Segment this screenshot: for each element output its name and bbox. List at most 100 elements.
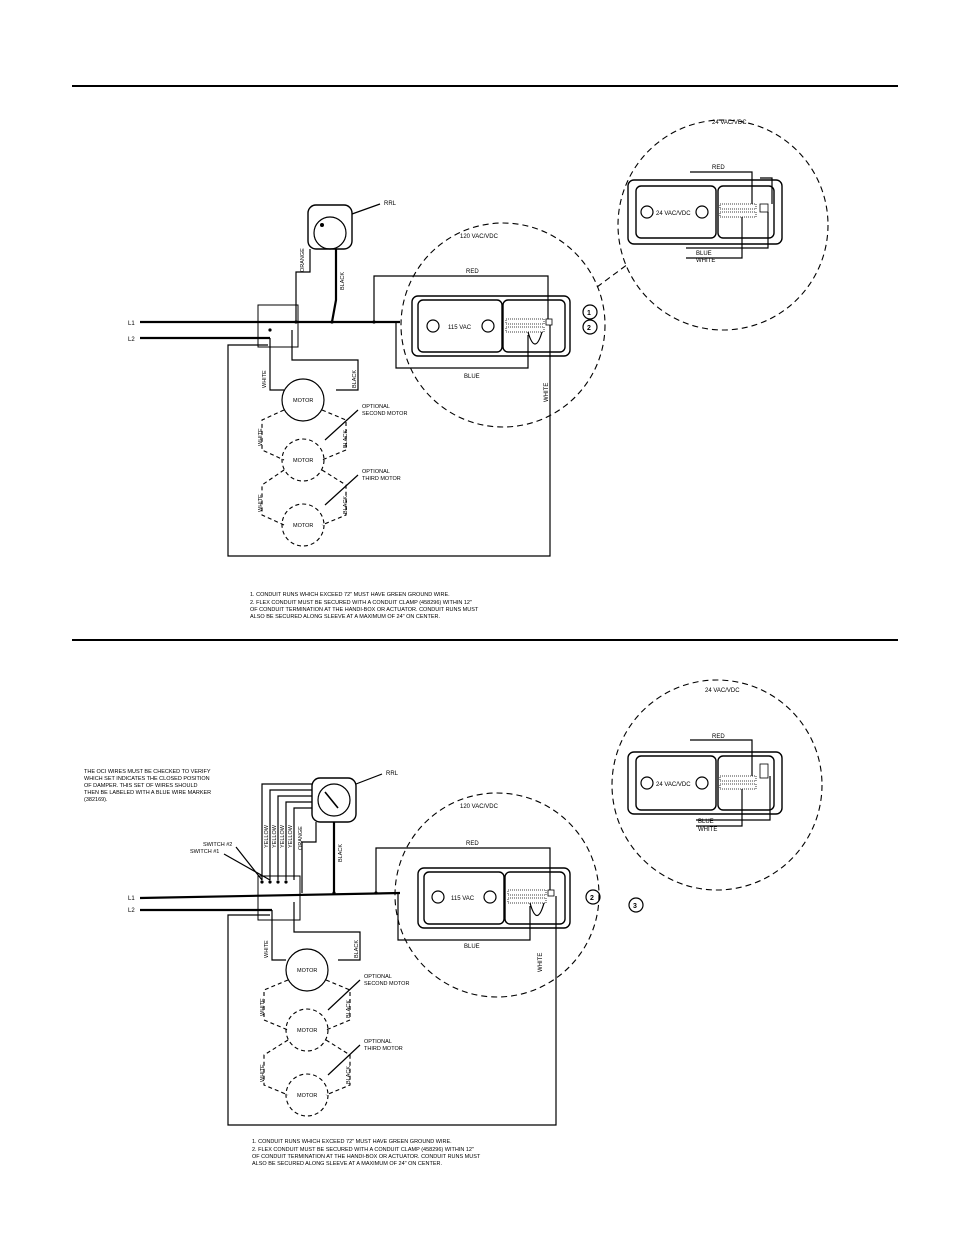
node bbox=[268, 880, 272, 884]
main-terminal-bottom bbox=[507, 897, 547, 904]
motor-black-wire bbox=[291, 330, 359, 391]
inset-red-label: RED bbox=[712, 165, 725, 171]
node bbox=[294, 320, 298, 324]
inset-box-label: 24 VAC/VDC bbox=[656, 211, 691, 217]
white-label: WHITE bbox=[262, 370, 268, 388]
oci-note-line: OF DAMPER. THIS SET OF WIRES SHOULD bbox=[84, 783, 198, 789]
black-wire bbox=[330, 249, 338, 323]
switch-1-label: SWITCH #1 bbox=[190, 849, 219, 855]
main-terminal-bottom bbox=[505, 326, 545, 333]
yellow-label: YELLOW bbox=[272, 824, 278, 848]
white-loop-wire bbox=[227, 896, 557, 1126]
orange-label: ORANGE bbox=[300, 248, 306, 272]
inset-left-panel bbox=[635, 185, 717, 239]
l2-label: L2 bbox=[128, 908, 135, 914]
main-box-label: 115 VAC bbox=[448, 325, 472, 331]
inset-terminal-bottom bbox=[719, 211, 757, 218]
rrl-dial bbox=[317, 783, 351, 817]
note-line: ALSO BE SECURED ALONG SLEEVE AT A MAXIMU… bbox=[250, 614, 440, 620]
main-circle bbox=[394, 792, 600, 998]
callout-3: 3 bbox=[633, 903, 637, 910]
callout-1-circle bbox=[582, 304, 598, 320]
motor-3-black-wire bbox=[325, 1039, 351, 1096]
white-label: WHITE bbox=[258, 428, 264, 446]
l1-wire bbox=[139, 891, 401, 900]
inset-white-label: WHITE bbox=[696, 258, 715, 264]
inset-red-label: RED bbox=[712, 734, 725, 740]
yellow-label: YELLOW bbox=[264, 824, 270, 848]
inset-circle bbox=[611, 679, 823, 891]
motor-1 bbox=[285, 948, 329, 992]
optional-label: OPTIONAL bbox=[362, 404, 390, 410]
main-terminal-block bbox=[547, 889, 555, 897]
inset-red-loop bbox=[760, 177, 773, 204]
main-box-label: 115 VAC bbox=[451, 896, 475, 902]
note-line: 1. CONDUIT RUNS WHICH EXCEED 72" MUST HA… bbox=[252, 1139, 452, 1145]
motor-2 bbox=[281, 438, 325, 482]
oci-note-line: WHICH SET INDICATES THE CLOSED POSITION bbox=[84, 776, 210, 782]
third-motor-label: THIRD MOTOR bbox=[362, 476, 401, 482]
main-knob-left bbox=[426, 319, 440, 333]
red-wire bbox=[375, 847, 551, 893]
white-label: WHITE bbox=[538, 953, 544, 972]
switch-wire bbox=[285, 801, 312, 880]
motor-3 bbox=[281, 503, 325, 547]
optional-third-leader bbox=[327, 1044, 361, 1076]
motor-white-wire bbox=[271, 910, 286, 961]
blue-wire bbox=[397, 893, 531, 941]
oci-note-line: THE OCI WIRES MUST BE CHECKED TO VERIFY bbox=[84, 769, 211, 775]
main-voltage-label: 120 VAC/VDC bbox=[460, 804, 499, 810]
optional-label: OPTIONAL bbox=[364, 974, 392, 980]
main-knob-right bbox=[483, 890, 497, 904]
motor-2-white-wire bbox=[261, 409, 285, 461]
l1-label: L1 bbox=[128, 321, 135, 327]
blue-label: BLUE bbox=[464, 944, 480, 950]
callout-2: 2 bbox=[590, 895, 594, 902]
inset-terminal-top bbox=[719, 203, 757, 210]
inset-circle bbox=[617, 119, 829, 331]
orange-label: ORANGE bbox=[298, 826, 304, 850]
motor-2-label: MOTOR bbox=[293, 458, 313, 464]
note-line: 1. CONDUIT RUNS WHICH EXCEED 72" MUST HA… bbox=[250, 592, 450, 598]
junction-box bbox=[257, 875, 301, 921]
motor-3-label: MOTOR bbox=[297, 1093, 317, 1099]
inset-blue-label: BLUE bbox=[696, 251, 712, 257]
inset-terminal-top bbox=[719, 775, 757, 782]
main-wire-loop bbox=[527, 331, 543, 345]
rrl-label: RRL bbox=[384, 201, 397, 207]
inset-white-wire bbox=[696, 776, 771, 821]
inset-white-label: WHITE bbox=[698, 827, 717, 833]
third-motor-label: THIRD MOTOR bbox=[364, 1046, 403, 1052]
bottom-diagram: 24 VAC/VDC 24 VAC/VDC RED BLUE WHITE THE… bbox=[84, 679, 823, 1167]
inset-knob-right bbox=[695, 205, 709, 219]
note-line: 2. FLEX CONDUIT MUST BE SECURED WITH A C… bbox=[250, 600, 472, 606]
node bbox=[330, 320, 334, 324]
inset-blue-label: BLUE bbox=[698, 819, 714, 825]
red-wire bbox=[373, 275, 549, 322]
note-line: OF CONDUIT TERMINATION AT THE HANDI-BOX … bbox=[252, 1154, 481, 1160]
callout-2-circle bbox=[585, 889, 601, 905]
rrl-dial bbox=[313, 216, 347, 250]
node bbox=[372, 320, 376, 324]
blue-wire bbox=[395, 322, 529, 369]
rrl-dial-dot bbox=[320, 223, 324, 227]
black-label: BLACK bbox=[346, 1000, 352, 1018]
yellow-label: YELLOW bbox=[280, 824, 286, 848]
inset-red-wire bbox=[690, 171, 753, 204]
inset-leader bbox=[596, 263, 629, 288]
note-line: 2. FLEX CONDUIT MUST BE SECURED WITH A C… bbox=[252, 1147, 474, 1153]
white-label: WHITE bbox=[544, 383, 550, 402]
red-label: RED bbox=[466, 841, 479, 847]
inset-knob-right bbox=[695, 776, 709, 790]
inset-white-wire bbox=[686, 212, 769, 249]
inset-terminal-bottom bbox=[719, 783, 757, 790]
inset-voltage-label: 24 VAC/VDC bbox=[712, 120, 747, 126]
node bbox=[284, 880, 288, 884]
main-terminal-block bbox=[545, 318, 553, 326]
note-line: ALSO BE SECURED ALONG SLEEVE AT A MAXIMU… bbox=[252, 1161, 442, 1167]
white-label: WHITE bbox=[260, 998, 266, 1016]
motor-white-wire bbox=[269, 338, 284, 391]
black-label: BLACK bbox=[354, 940, 360, 958]
orange-wire bbox=[295, 249, 311, 322]
